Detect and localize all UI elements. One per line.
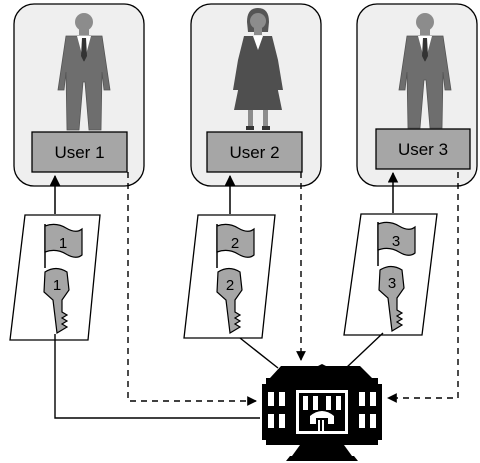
user-1-label: User 1 bbox=[54, 143, 104, 162]
credential-card-3: 3 3 bbox=[343, 213, 438, 336]
user-3-label-box bbox=[375, 128, 471, 170]
flag-number-2: 2 bbox=[231, 235, 239, 252]
flag-icon: 1 bbox=[44, 223, 83, 268]
credential-card-2: 2 2 bbox=[183, 214, 276, 339]
user-2-label-box bbox=[206, 131, 303, 173]
flag-number-1: 1 bbox=[59, 235, 67, 252]
user-2-woman-icon bbox=[233, 8, 283, 130]
key-number-3: 3 bbox=[388, 275, 396, 292]
user-3-panel: User 3 bbox=[356, 3, 478, 187]
bank-building-icon bbox=[262, 364, 382, 461]
user-1-label-box bbox=[31, 131, 128, 173]
credential-card-1: 1 1 bbox=[9, 214, 101, 341]
user-3-label: User 3 bbox=[398, 140, 448, 159]
key-icon: 3 bbox=[378, 265, 405, 332]
user-3-man-icon bbox=[398, 13, 452, 129]
flag-icon: 3 bbox=[377, 221, 416, 266]
key-number-2: 2 bbox=[226, 277, 234, 294]
flag-number-3: 3 bbox=[392, 233, 400, 250]
line-card3-to-building bbox=[345, 332, 384, 369]
user-2-panel: User 2 bbox=[190, 3, 322, 187]
key-icon: 1 bbox=[43, 267, 70, 334]
line-card2-to-building bbox=[239, 337, 279, 369]
user-1-panel: User 1 bbox=[13, 3, 145, 187]
line-card1-to-building bbox=[54, 334, 260, 419]
user-2-label: User 2 bbox=[229, 143, 279, 162]
flag-icon: 2 bbox=[216, 223, 255, 268]
user-1-man-icon bbox=[57, 13, 111, 131]
dashed-arrow-user3-to-building bbox=[387, 172, 459, 403]
key-number-1: 1 bbox=[53, 277, 61, 294]
key-icon: 2 bbox=[216, 267, 243, 334]
